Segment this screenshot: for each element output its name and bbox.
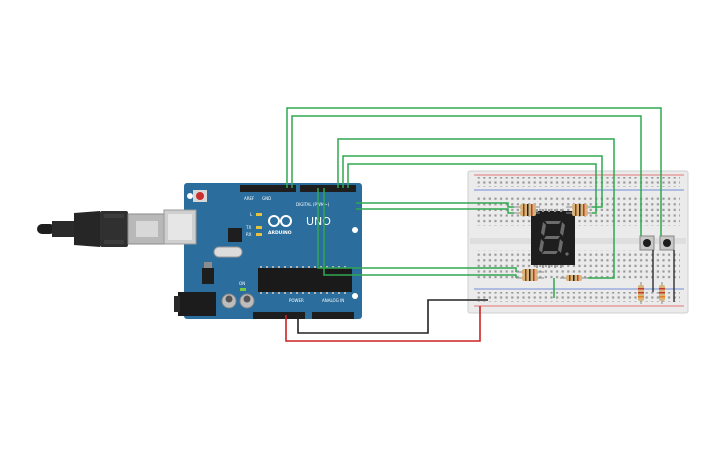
- led-tx-label: TX: [245, 225, 251, 230]
- display-segments: [539, 221, 569, 256]
- pushbutton-left[interactable]: [639, 235, 655, 251]
- resistor-top-left-2[interactable]: [514, 210, 540, 216]
- digital-header-b[interactable]: [300, 185, 356, 192]
- wire-seg-top-3[interactable]: [347, 163, 597, 214]
- resistor-top-right[interactable]: [566, 204, 592, 210]
- wire-5v[interactable]: [285, 306, 481, 342]
- arduino-infinity-logo-icon: [268, 215, 292, 227]
- resistor-bottom-left-2[interactable]: [516, 275, 544, 281]
- resistor-bottom-right[interactable]: [560, 275, 588, 281]
- wire-button-left[interactable]: [291, 115, 642, 236]
- resistor-pulldown-right[interactable]: [659, 282, 665, 304]
- led-l-label: L: [250, 212, 253, 217]
- board-brand-label: ARDUINO: [268, 230, 292, 236]
- breadboard: [467, 170, 689, 314]
- wire-button-right[interactable]: [286, 107, 662, 236]
- digital-pins-label: DIGITAL (PWM~): [296, 202, 330, 207]
- power-header[interactable]: [253, 312, 305, 319]
- resistor-top-right-2[interactable]: [566, 210, 592, 216]
- arduino-uno-board[interactable]: UNO ARDUINO DIGITAL (PWM~) POWER ANALOG …: [37, 183, 362, 319]
- wire-seg-low-2[interactable]: [323, 188, 517, 278]
- wire-seg-top-1[interactable]: [337, 138, 615, 279]
- display-digit: 8: [540, 258, 543, 263]
- resistor-pulldown-left[interactable]: [638, 282, 644, 304]
- wire-seg-low-1[interactable]: [317, 188, 517, 272]
- wire-seg-mid-2[interactable]: [356, 208, 514, 214]
- power-jack: [178, 292, 216, 316]
- resistor-top-left[interactable]: [514, 204, 540, 210]
- analog-header[interactable]: [312, 312, 354, 319]
- atmega-chip: [258, 268, 352, 292]
- reset-button[interactable]: [196, 192, 204, 200]
- wire-seg-top-2[interactable]: [342, 155, 603, 208]
- wire-seg-mid-1[interactable]: [356, 202, 514, 208]
- aref-label: AREF: [244, 196, 255, 201]
- led-rx-label: RX: [246, 232, 252, 237]
- pushbutton-right[interactable]: [659, 235, 675, 251]
- resistor-bottom-left[interactable]: [516, 269, 544, 275]
- signal-wires: [286, 107, 662, 298]
- usb-cable-icon: [37, 211, 165, 247]
- gnd-label: GND: [262, 196, 271, 201]
- led-on-label: ON: [239, 281, 245, 286]
- seven-segment-display[interactable]: 8: [531, 209, 575, 268]
- power-pins-label: POWER: [289, 298, 304, 303]
- analog-pins-label: ANALOG IN: [322, 298, 344, 303]
- wire-ground[interactable]: [297, 299, 488, 334]
- digital-header-a[interactable]: [240, 185, 296, 192]
